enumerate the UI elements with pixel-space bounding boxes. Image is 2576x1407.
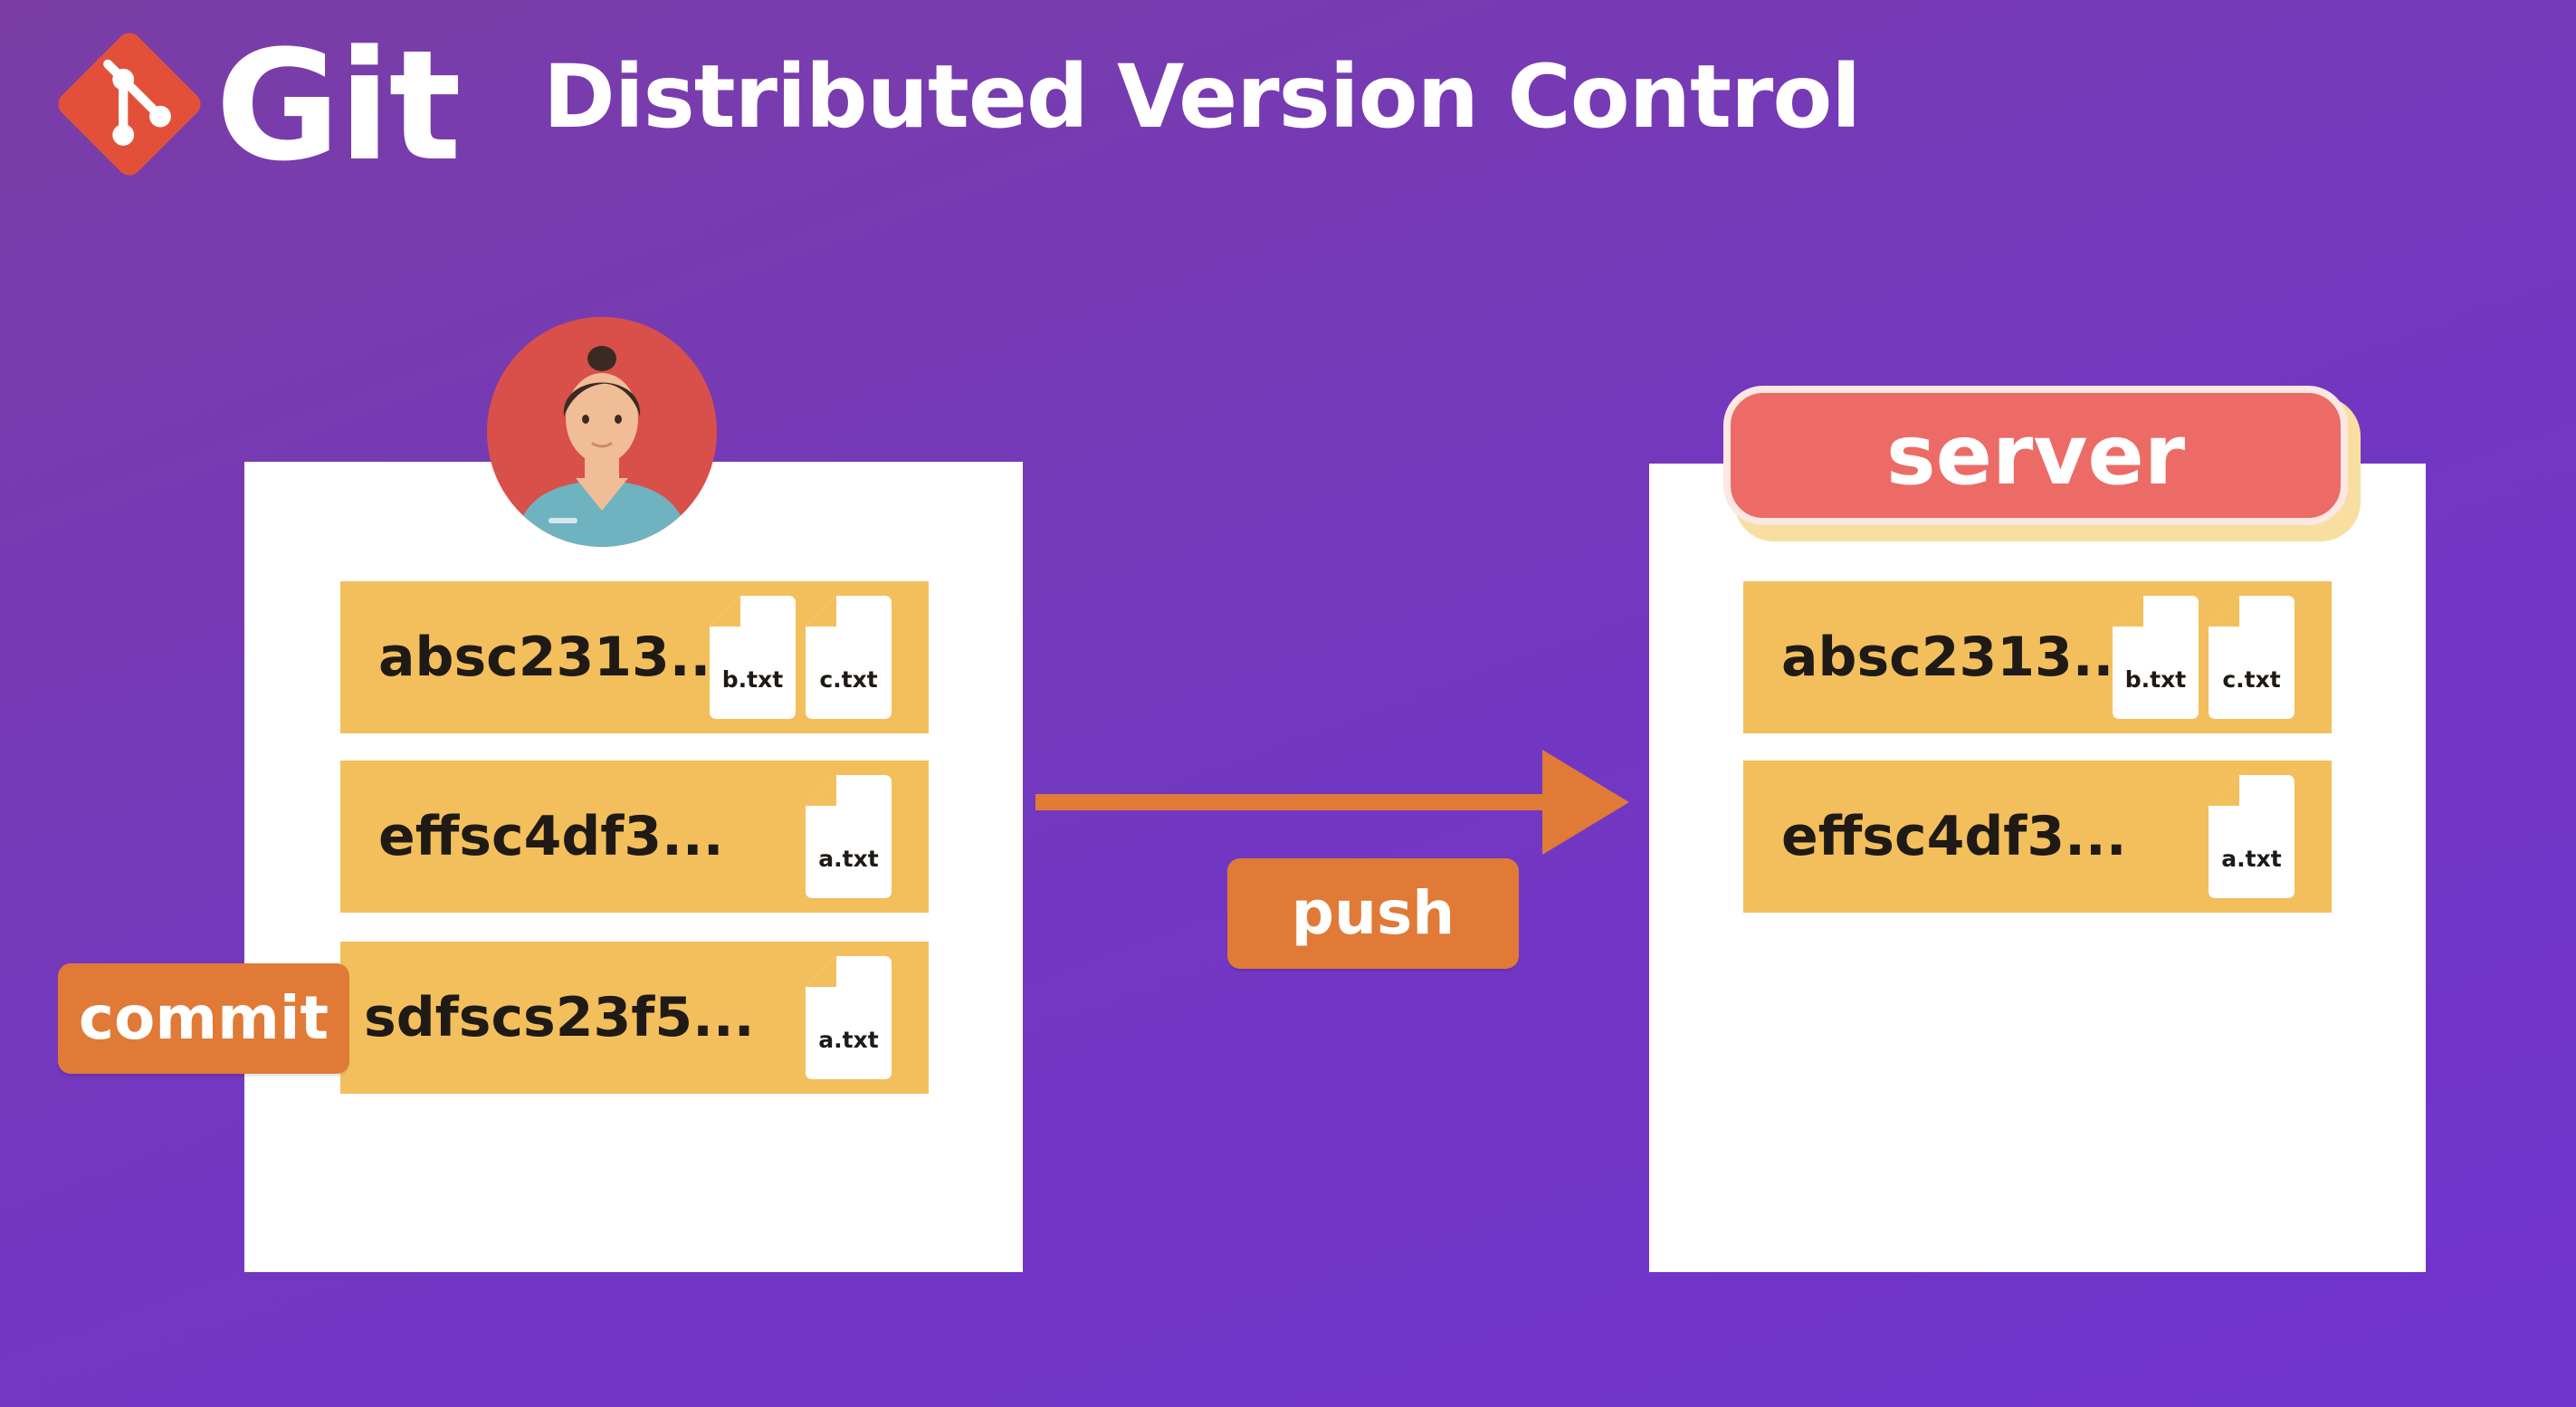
server-commit-row: effsc4df3... a.txt	[1743, 761, 2332, 913]
local-commit-row: absc2313... b.txt c.txt	[340, 581, 929, 733]
server-commit-row: absc2313... b.txt c.txt	[1743, 581, 2332, 733]
server-badge: server	[1723, 386, 2348, 525]
page-title: Distributed Version Control	[543, 46, 1861, 148]
local-commit-row: effsc4df3... a.txt	[340, 761, 929, 913]
file-name: b.txt	[721, 666, 784, 693]
commit-hash: absc2313...	[378, 626, 732, 689]
commit-hash: sdfscs23f5...	[364, 986, 755, 1049]
file-name: a.txt	[818, 846, 879, 872]
commit-label: commit	[58, 963, 349, 1074]
push-arrow-icon	[1035, 750, 1629, 855]
file-icon: c.txt	[806, 596, 892, 719]
file-name: b.txt	[2124, 666, 2187, 693]
file-icon: b.txt	[710, 596, 796, 719]
file-name: c.txt	[819, 666, 878, 693]
git-logo-icon	[58, 33, 201, 176]
file-icon: b.txt	[2113, 596, 2199, 719]
commit-hash: effsc4df3...	[378, 805, 724, 868]
file-icon: a.txt	[2209, 775, 2295, 898]
push-label: push	[1227, 858, 1519, 969]
file-icon: a.txt	[806, 775, 892, 898]
file-name: a.txt	[2221, 846, 2282, 872]
git-logo-text: Git	[215, 17, 462, 195]
file-name: a.txt	[818, 1027, 879, 1053]
local-commit-row: sdfscs23f5... a.txt	[340, 942, 929, 1094]
commit-hash: effsc4df3...	[1781, 805, 2127, 868]
file-name: c.txt	[2222, 666, 2281, 693]
file-icon: c.txt	[2209, 596, 2295, 719]
commit-hash: absc2313...	[1781, 626, 2135, 689]
file-icon: a.txt	[806, 956, 892, 1079]
developer-avatar-icon	[487, 317, 717, 547]
